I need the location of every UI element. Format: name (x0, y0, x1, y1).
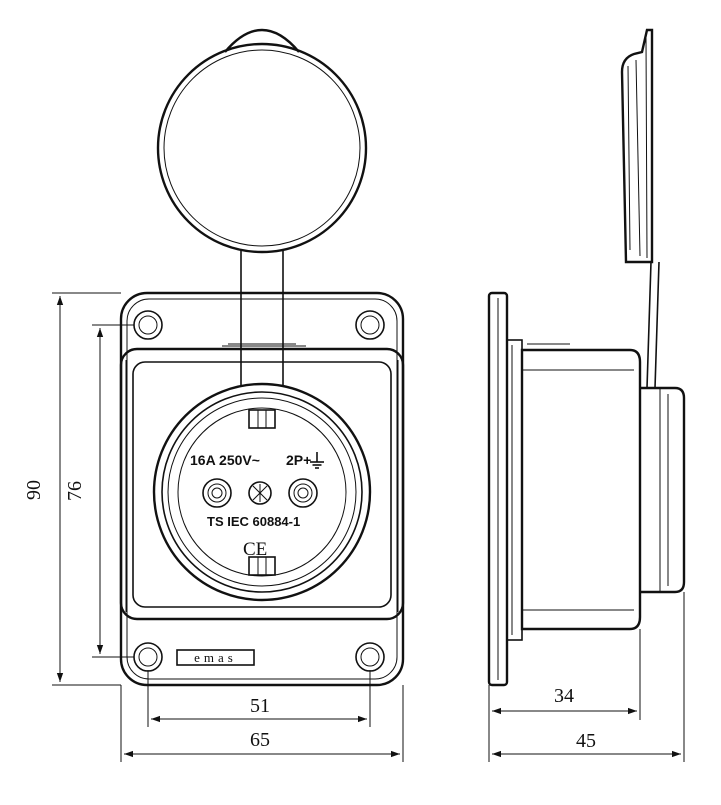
side-view (487, 28, 686, 687)
mounting-hole-top-right (355, 310, 385, 340)
protective-cap (156, 28, 368, 386)
dim-label-76: 76 (64, 481, 86, 501)
dim-label-34: 34 (554, 685, 574, 707)
housing-outer (119, 347, 405, 621)
mounting-hole-top-left (133, 310, 163, 340)
dim-label-51: 51 (250, 695, 270, 717)
flange-inner-edge (126, 298, 398, 680)
dim-label-65: 65 (250, 729, 270, 751)
side-cap (620, 28, 654, 264)
pin-hole-right (288, 478, 318, 508)
side-front-ring (640, 386, 686, 594)
flange-plate (119, 291, 405, 687)
socket-face: 16A 250V~ 2P+ TS IEC 60884-1 CE (152, 382, 372, 602)
standard-label: TS IEC 60884-1 (207, 514, 300, 529)
housing-inner (132, 361, 392, 608)
mounting-hole-bottom-right (355, 642, 385, 672)
poles-label: 2P+ (286, 452, 311, 468)
side-body (520, 348, 642, 631)
earth-clip-top (248, 409, 276, 429)
earth-ground-icon (310, 452, 324, 469)
front-dimensions: 90 76 51 65 (23, 292, 404, 762)
mounting-hole-bottom-left (133, 642, 163, 672)
side-cap-strap (646, 261, 660, 389)
ce-mark-icon: CE (243, 539, 267, 560)
earth-clip-bottom (248, 556, 276, 576)
dim-label-45: 45 (576, 730, 596, 752)
side-dimensions: 34 45 (488, 592, 685, 762)
front-view: 16A 250V~ 2P+ TS IEC 60884-1 CE emas (119, 28, 405, 687)
side-gasket (506, 339, 523, 641)
svg-text:emas: emas (194, 650, 237, 665)
rating-label: 16A 250V~ (190, 452, 260, 468)
center-screw (248, 481, 272, 505)
pin-hole-left (202, 478, 232, 508)
dim-label-90: 90 (23, 480, 45, 500)
emas-logo: emas (176, 649, 255, 666)
housing-side-edges (125, 360, 399, 612)
